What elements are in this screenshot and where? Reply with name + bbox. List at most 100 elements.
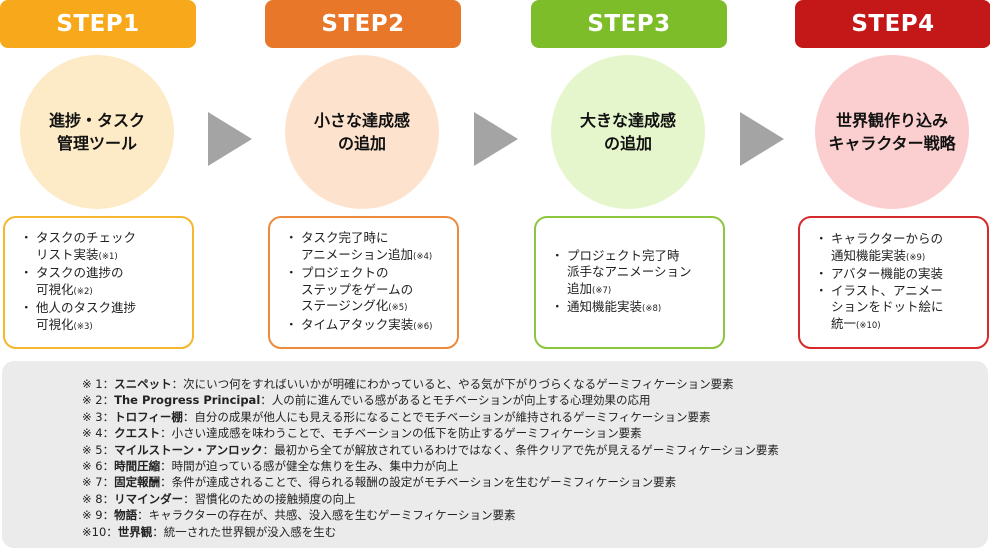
feature-note-ref: (※9) — [906, 252, 926, 263]
feature-item-text: 通知機能実装 — [567, 299, 643, 314]
feature-item-line: 通知機能実装(※8) — [567, 299, 692, 318]
feature-note-ref: (※7) — [592, 285, 612, 296]
note-term: 時間圧縮 — [114, 459, 161, 474]
note-marker: ※ 1： — [82, 377, 115, 391]
step-circle-title-line: 進捗・タスク — [48, 111, 145, 130]
step-header: STEP3 — [531, 0, 727, 48]
feature-item-line: 他人のタスク進捗 — [36, 300, 136, 317]
feature-item-text: 追加 — [567, 280, 593, 296]
notes-list: ※ 1：スニペット：次にいつ何をすればいいかが明確にわかっていると、やる気が下が… — [82, 376, 779, 540]
step-features-box: キャラクターからの通知機能実装(※9)アバター機能の実装イラスト、アニメーション… — [798, 216, 989, 349]
feature-item: タイムアタック実装(※6) — [285, 316, 432, 336]
feature-item-line: リスト実装(※1) — [36, 247, 136, 266]
feature-item-text: アバター機能の実装 — [831, 266, 944, 281]
note-term: 世界観 — [117, 524, 153, 539]
note-marker: ※ 4： — [82, 426, 115, 441]
note-term: 固定報酬 — [114, 475, 161, 490]
feature-item-text: タイムアタック実装 — [301, 316, 414, 332]
feature-item-text: タスクの進捗の — [36, 265, 124, 280]
feature-item-text: 通知機能実装 — [831, 247, 907, 263]
feature-item-text: 派手なアニメーション — [567, 264, 692, 279]
feature-item-line: 可視化(※3) — [36, 317, 136, 336]
feature-item-text: 可視化 — [36, 281, 74, 297]
note-item: ※ 4：クエスト：小さい達成感を味わうことで、モチベーションの低下を防止するゲー… — [82, 425, 779, 441]
arrow-right-icon — [740, 112, 784, 166]
note-item: ※ 6：時間圧縮：時間が迫っている感が健全な焦りを生み、集中力が向上 — [82, 458, 779, 474]
feature-item-line: 可視化(※2) — [36, 282, 136, 301]
feature-list: タスクのチェックリスト実装(※1)タスクの進捗の可視化(※2)他人のタスク進捗可… — [20, 230, 136, 336]
step-circle: 大きな達成感の追加 — [551, 55, 705, 209]
note-item: ※ 3：トロフィー棚：自分の成果が他人にも見える形になることでモチベーションが維… — [82, 409, 779, 425]
note-item: ※ 1：スニペット：次にいつ何をすればいいかが明確にわかっていると、やる気が下が… — [82, 376, 779, 392]
feature-note-ref: (※2) — [73, 286, 93, 297]
note-description: ：キャラクターの存在が、共感、没入感を生むゲーミフィケーション要素 — [137, 508, 516, 523]
feature-item-text: ステージング化 — [301, 298, 389, 313]
arrow-right-icon — [474, 112, 518, 166]
step-header: STEP1 — [0, 0, 196, 48]
note-item: ※ 9：物語：キャラクターの存在が、共感、没入感を生むゲーミフィケーション要素 — [82, 507, 779, 523]
feature-item-text: プロジェクト完了時 — [567, 247, 680, 263]
note-marker: ※ 5： — [82, 442, 115, 457]
feature-item-line: イラスト、アニメー — [831, 283, 944, 300]
feature-item: アバター機能の実装 — [815, 266, 944, 283]
step-circle-title-line: の追加 — [603, 134, 652, 153]
note-item: ※ 7：固定報酬：条件が達成されることで、得られる報酬の設定がモチベーションを生… — [82, 474, 779, 490]
step-circle: 世界観作り込みキャラクター戦略 — [815, 55, 969, 209]
feature-item-text: 可視化 — [36, 316, 74, 332]
step-circle: 小さな達成感の追加 — [285, 55, 439, 209]
feature-item-line: タスクの進捗の — [36, 265, 136, 282]
feature-note-ref: (※10) — [856, 320, 881, 331]
step-circle: 進捗・タスク管理ツール — [20, 55, 174, 209]
feature-item-text: リスト実装 — [36, 246, 99, 262]
note-term: 物語 — [114, 508, 138, 523]
feature-item-line: 派手なアニメーション — [567, 264, 692, 281]
feature-note-ref: (※5) — [388, 303, 408, 313]
step-circle-title-line: 小さな達成感 — [313, 111, 410, 130]
arrow-right-icon — [208, 112, 252, 166]
feature-item-line: ションをドット絵に — [831, 299, 944, 316]
note-term: マイルストーン・アンロック — [114, 442, 263, 457]
feature-item-text: ステップをゲームの — [301, 281, 414, 297]
note-description: ：時間が迫っている感が健全な焦りを生み、集中力が向上 — [160, 459, 459, 474]
note-marker: ※ 8： — [82, 491, 115, 506]
feature-item-text: アニメーション追加 — [301, 246, 414, 262]
note-description: ：小さい達成感を味わうことで、モチベーションの低下を防止するゲーミフィケーション… — [160, 426, 642, 441]
feature-item-text: プロジェクトの — [301, 265, 389, 280]
feature-item-text: キャラクターからの — [831, 231, 944, 246]
feature-item-line: ステップをゲームの — [301, 282, 432, 299]
feature-note-ref: (※1) — [98, 251, 118, 262]
feature-item-line: プロジェクト完了時 — [567, 248, 692, 265]
feature-list: キャラクターからの通知機能実装(※9)アバター機能の実装イラスト、アニメーション… — [815, 231, 944, 335]
step-circle-title-line: 世界観作り込み — [835, 111, 948, 130]
feature-item-line: ステージング化(※5) — [301, 298, 432, 317]
note-item: ※ 8：リマインダー：習慣化のための接触頻度の向上 — [82, 491, 779, 507]
notes-panel: ※ 1：スニペット：次にいつ何をすればいいかが明確にわかっていると、やる気が下が… — [2, 361, 988, 548]
feature-item: 通知機能実装(※8) — [551, 299, 692, 318]
note-description: ：最初から全てが解放されているわけではなく、条件クリアで先が見えるゲーミフィケー… — [262, 442, 779, 457]
note-description: ：人の前に進んでいる感があるとモチベーションが向上する心理効果の応用 — [260, 393, 651, 408]
feature-note-ref: (※4) — [413, 251, 433, 262]
note-term: トロフィー棚 — [114, 409, 183, 424]
step-header: STEP2 — [265, 0, 461, 48]
note-item: ※10：世界観：統一された世界観が没入感を生む — [82, 524, 779, 540]
feature-note-ref: (※8) — [642, 304, 662, 314]
step-header: STEP4 — [795, 0, 990, 48]
step-features-box: タスクのチェックリスト実装(※1)タスクの進捗の可視化(※2)他人のタスク進捗可… — [3, 216, 194, 349]
note-marker: ※ 2： — [82, 393, 115, 408]
feature-item-line: タスク完了時に — [301, 230, 432, 247]
note-description: ：条件が達成されることで、得られる報酬の設定がモチベーションを生むゲーミフィケー… — [160, 475, 677, 490]
feature-item-line: タスクのチェック — [36, 230, 136, 247]
note-term: リマインダー — [114, 491, 184, 506]
note-description: ：次にいつ何をすればいいかが明確にわかっていると、やる気が下がりづらくなるゲーミ… — [171, 377, 734, 391]
note-marker: ※ 3： — [82, 409, 115, 424]
note-marker: ※10： — [82, 524, 118, 539]
feature-item-line: 統一(※10) — [831, 316, 944, 335]
